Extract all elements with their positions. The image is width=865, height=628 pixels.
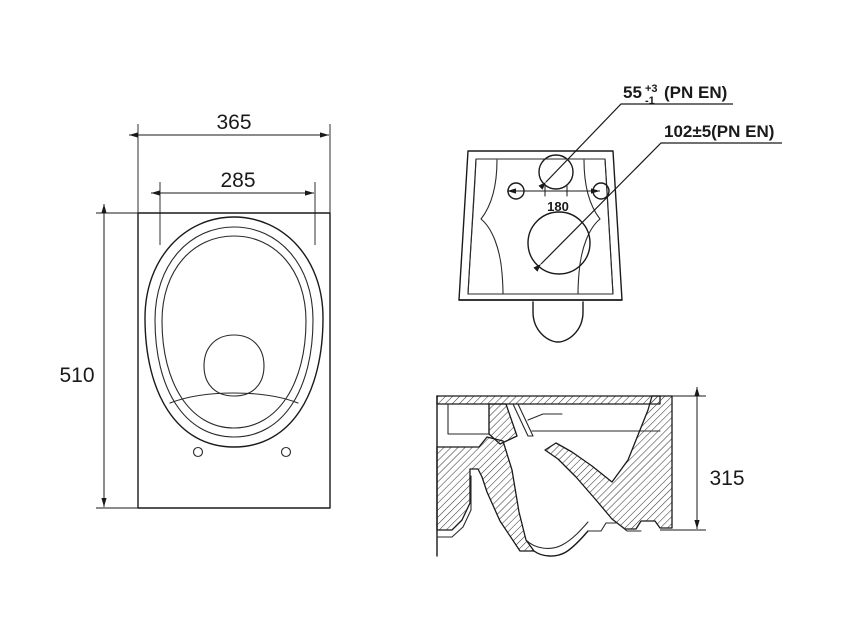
section-inlet-funnel [488, 403, 518, 445]
seat-hinge-hole-right [280, 446, 292, 458]
top-view-group: 365 285 510 [59, 111, 331, 509]
front-lip-curve [169, 392, 299, 404]
outlet-spigot [532, 301, 584, 343]
section-inlet-channel [447, 403, 490, 435]
rear-interior-contour-right [577, 159, 601, 295]
section-trap-bottom-curve [533, 530, 589, 557]
note-inlet-standard: (PN EN) [664, 83, 727, 102]
section-left-body-mass [436, 436, 535, 552]
dim-label-510: 510 [59, 364, 94, 387]
note-outlet-label: 102±5(PN EN) [664, 122, 774, 141]
leader-line-inlet [538, 103, 733, 190]
leader-line-outlet [533, 142, 782, 272]
rear-view-group: 180 55 +3 -1 (PN EN) 102±5(PN EN) [458, 83, 782, 343]
section-right-trap-mass [544, 395, 673, 530]
section-rim-detail-line [527, 413, 563, 421]
dim-label-365: 365 [216, 111, 251, 134]
rear-outer-shell [458, 150, 623, 301]
note-inlet-group: 55 +3 -1 (PN EN) [623, 83, 727, 107]
bowl-opening-contour [161, 235, 307, 429]
dim-label-180: 180 [547, 199, 569, 214]
section-right-skirt [587, 522, 642, 532]
seat-hinge-hole-left [192, 446, 204, 458]
dim-label-315: 315 [709, 467, 744, 490]
dim-label-285: 285 [220, 169, 255, 192]
section-view-group: 315 [436, 387, 745, 557]
rear-left-flank [467, 158, 477, 295]
section-rim-slab [436, 395, 661, 405]
section-rim-lip [512, 403, 534, 437]
note-inlet-tol-upper: +3 [645, 83, 658, 95]
waste-outlet-circle [527, 211, 591, 275]
top-view-body-outline [137, 212, 331, 509]
seat-outer-ring [144, 216, 324, 448]
section-trap-inner-curve [525, 521, 589, 549]
note-inlet-tol-lower: -1 [645, 95, 655, 107]
water-spot-outline [203, 334, 265, 397]
seat-inner-ring [154, 226, 314, 438]
rear-right-flank [604, 158, 614, 295]
note-inlet-value: 55 [623, 83, 642, 102]
rear-interior-contour-left [480, 159, 504, 295]
